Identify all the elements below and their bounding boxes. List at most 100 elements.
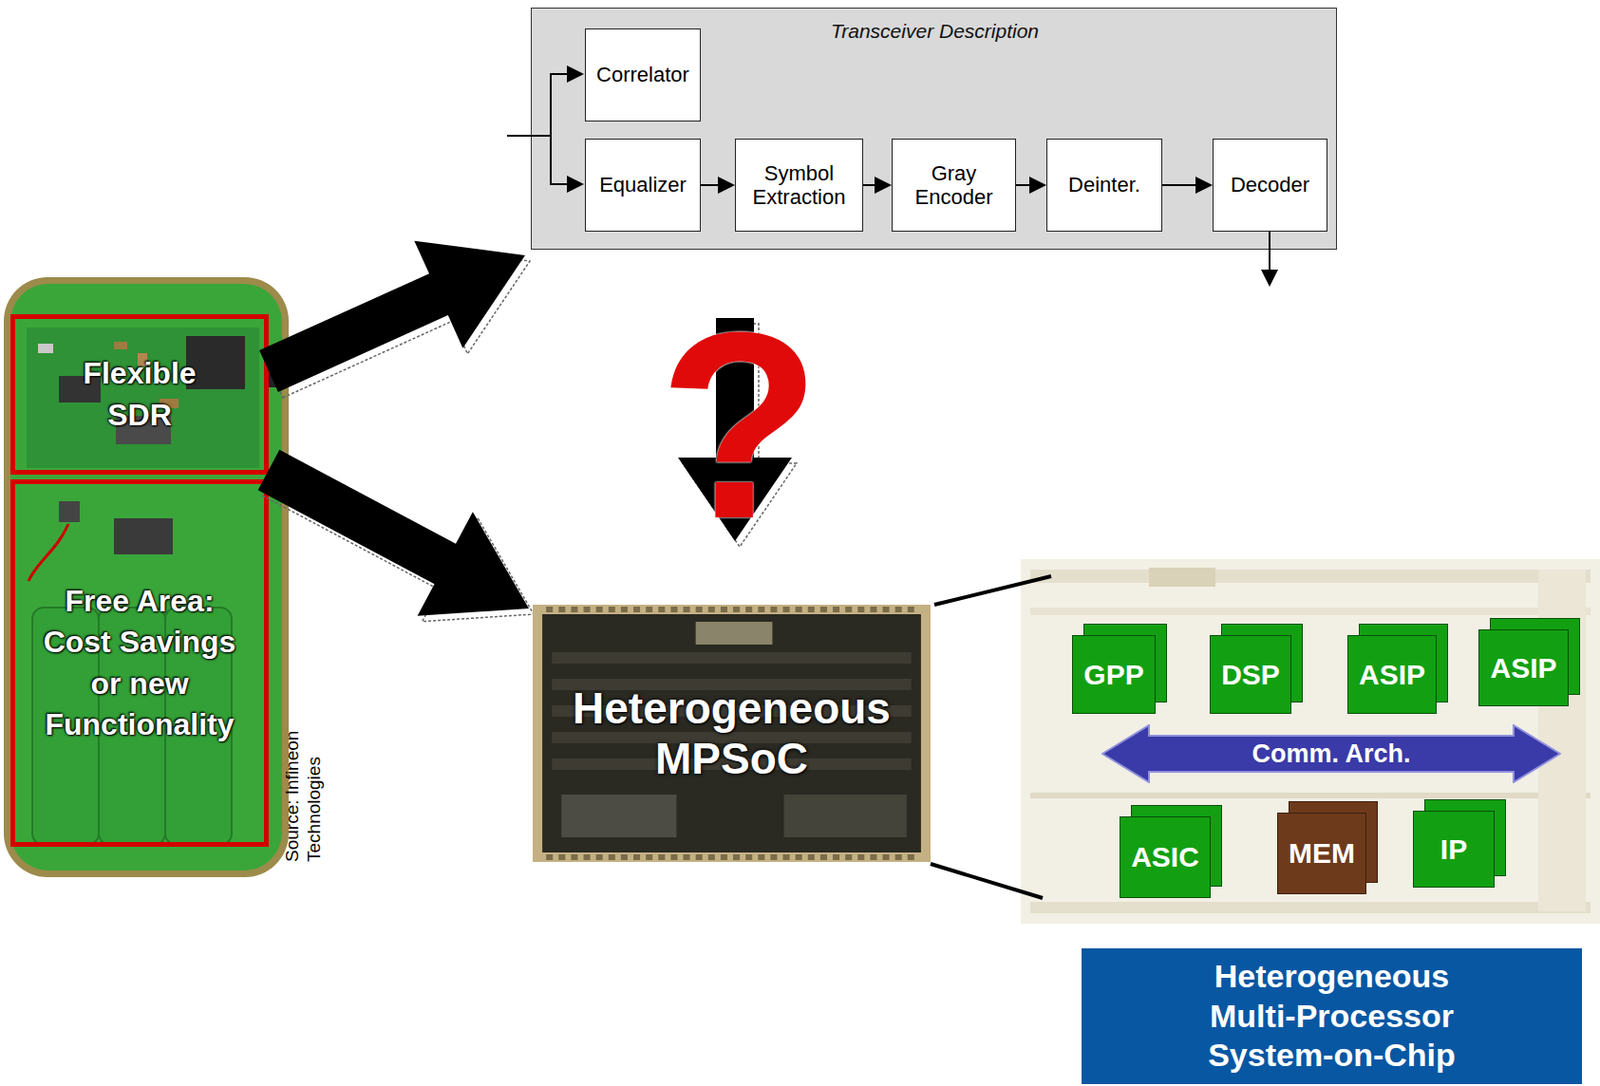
processor-block: GPP [1072,635,1155,715]
node-label: Flexible SDR [58,353,221,435]
pcb-module [26,327,260,469]
ic-chip [113,518,173,555]
memory-block: MEM [1277,812,1367,895]
bond-pad [621,606,628,613]
block-arrow [258,450,534,622]
bond-pad [570,854,578,861]
zoom-panel [1020,559,1600,924]
bond-pad [621,854,628,861]
bond-pad [545,606,553,613]
bond-pad [783,854,791,861]
bond-pad [808,854,815,861]
connector-line [1162,184,1196,187]
bond-pad [658,606,665,613]
bond-pad [857,854,865,861]
panel-title: Transceiver Description [830,19,1039,43]
bond-pad [770,606,777,613]
arrow-head [1195,176,1213,194]
bond-pad [895,854,903,861]
die-band [1030,902,1591,914]
die-core [542,614,922,853]
signal-wire [1268,231,1271,271]
bond-pad [658,854,665,861]
processor-block: ASIC [1119,816,1211,899]
zoom-line [930,864,1043,899]
bond-pad [596,854,603,861]
bond-pad [608,854,616,861]
bond-pad [645,606,653,613]
bond-pad [845,606,852,613]
source-note: Source: Infineon Technologies [282,662,326,863]
bond-pad [696,606,703,613]
board-region: Flexible SDR [10,314,269,475]
bond-pad [683,854,691,861]
bond-pad [708,606,716,613]
bond-pad [820,606,828,613]
signal-wire [550,183,568,186]
die-frame [532,604,931,863]
bus-arrow: Comm. Arch. [1101,724,1562,784]
bond-pad [745,606,753,613]
process-box: Decoder [1212,138,1328,232]
die-block [784,794,907,838]
die-band [1030,569,1591,584]
signal-wire [507,134,551,137]
transceiver-panel: Transceiver DescriptionCorrelatorEqualiz… [530,7,1337,250]
process-box: Equalizer [584,138,701,232]
connector-arrow [700,176,735,194]
arrow-head [1029,176,1047,194]
arrow-head [566,175,584,193]
signal-wire [550,73,568,76]
processor-block: DSP [1209,635,1292,715]
wire [28,524,69,582]
node-label: Free Area: Cost Savings or new Functiona… [30,581,249,746]
phone-rim [3,277,289,878]
node-label: Correlator [596,62,690,87]
die-block [561,794,677,838]
caption-box: Heterogeneous Multi-Processor System-on-… [1081,948,1582,1085]
bond-pad [832,854,840,861]
node-label: Equalizer [599,172,687,197]
zoom-line [934,576,1052,605]
die-band [1030,607,1591,616]
bond-pad [883,606,890,613]
processor-block: ASIP [1478,629,1568,707]
block-arrow [259,241,530,398]
block-arrow-shape [259,241,526,393]
connector-line [700,184,718,187]
bond-pad [570,606,578,613]
bond-pad [670,854,678,861]
bond-pad [770,854,777,861]
bond-pad [558,854,565,861]
bond-pad [757,854,765,861]
bond-pad [720,606,728,613]
process-box: Correlator [584,28,701,122]
connector-line [863,184,875,187]
bond-pad [558,606,565,613]
processor-block: IP [1412,810,1495,888]
smd-part [113,341,128,350]
node-label: Heterogeneous Multi-Processor System-on-… [1189,957,1475,1075]
bond-pad [883,854,890,861]
node-label: Heterogeneous MPSoC [544,683,920,785]
node-label: DSP [1221,658,1280,692]
bond-pad [633,606,640,613]
connector-arrow [1162,176,1213,194]
node-label: Comm. Arch. [1251,739,1411,770]
bond-pad [733,606,740,613]
node-label: GPP [1083,658,1144,692]
bond-pad [583,606,591,613]
bond-pad [845,854,852,861]
bond-pad [757,606,765,613]
node-label: ASIP [1489,652,1557,685]
bond-pad [869,606,877,613]
arrow-head [874,176,892,194]
bond-pad [733,854,740,861]
block-arrow-shape [258,450,529,617]
bond-pad [795,854,803,861]
ic-chip [58,501,80,523]
bond-pad [633,854,640,861]
bond-pad [696,854,703,861]
process-box: Deinter. [1046,138,1163,232]
processor-block: ASIP [1347,635,1437,715]
